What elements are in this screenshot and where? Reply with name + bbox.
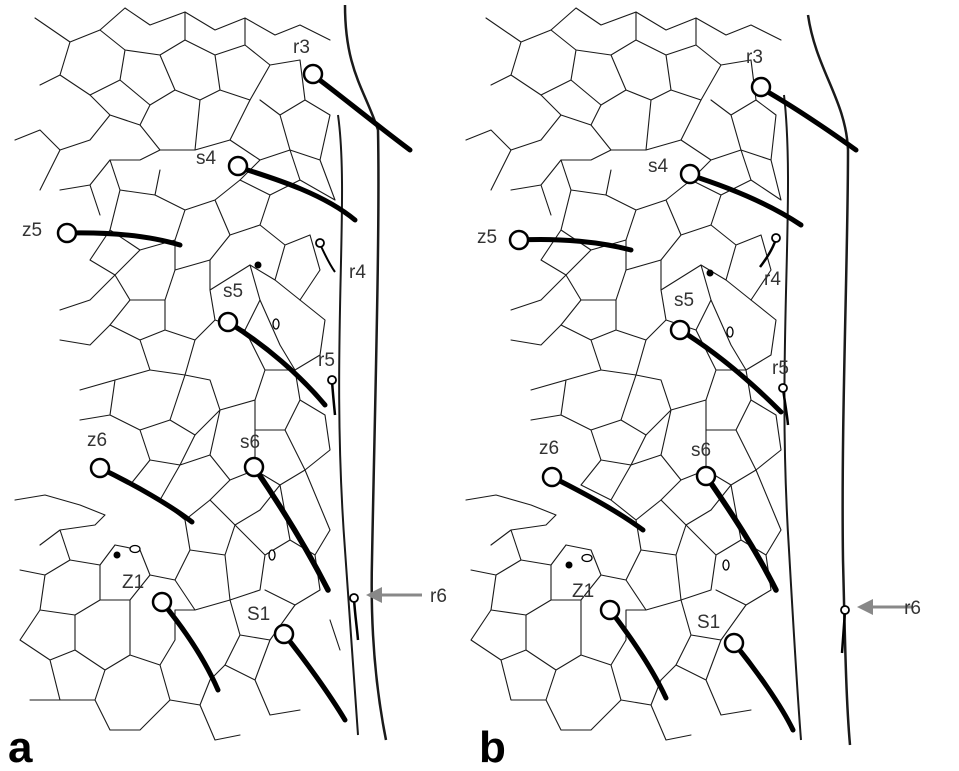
label-z6: z6 [539,438,559,459]
pore-oval [129,544,141,554]
label-s4: s4 [196,148,217,169]
socket-z5 [56,222,78,244]
label-r5: r5 [318,350,335,371]
panel-b: r3 s4 z5 r4 s5 r5 z6 s6 Z1 S1 r6 b [451,0,921,771]
seta-r3 [758,85,859,153]
label-S1: S1 [247,604,270,625]
setae [56,63,413,723]
label-s5: s5 [674,290,694,311]
label-z5: z5 [22,220,42,241]
panel-label-a: a [8,723,33,771]
socket-Z1 [599,599,621,621]
socket-S1 [273,623,295,645]
socket-r4 [771,233,781,243]
socket-z6 [541,466,563,488]
seta-s5 [225,319,328,408]
label-Z1: Z1 [122,572,144,593]
pore-oval [581,553,593,563]
pore-oval [272,318,280,330]
label-r4: r4 [764,269,781,290]
label-r4: r4 [349,262,366,283]
panel-a: r3 s4 z5 r4 s5 r5 z6 s6 Z1 S1 r6 a [0,0,470,771]
arrow-r6 [857,599,913,615]
seta-z5 [516,236,634,253]
seta-Z1 [607,607,669,701]
seta-z6 [97,465,195,525]
socket-S1 [723,632,745,654]
seta-labels: r3 s4 z5 r4 s5 r5 z6 s6 Z1 S1 r6 [22,37,447,625]
seta-S1 [731,640,796,733]
seta-s4 [235,164,358,223]
socket-s5 [669,319,691,341]
pore-oval [722,559,730,571]
reticulation-network [14,7,341,741]
pore [565,561,573,569]
seta-r3 [310,72,413,153]
socket-r6 [349,593,359,603]
pore [254,261,262,269]
seta-Z1 [159,599,221,693]
label-s5: s5 [223,281,243,302]
seta-S1 [281,631,348,723]
seta-s4 [687,172,804,228]
socket-r5 [327,375,337,385]
margin-outer-line [806,14,852,746]
label-z5: z5 [477,227,497,248]
socket-r3 [302,63,324,85]
label-s6: s6 [240,432,260,453]
panel-b-drawing: r3 s4 z5 r4 s5 r5 z6 s6 Z1 S1 r6 b [465,7,921,771]
socket-z5 [508,229,530,251]
label-s4: s4 [648,156,669,177]
margin-outer-line [343,4,388,741]
socket-r5 [778,383,788,393]
arrow-r6 [366,587,422,603]
pores [565,269,734,571]
seta-r5 [330,380,337,416]
panel-a-drawing: r3 s4 z5 r4 s5 r5 z6 s6 Z1 S1 r6 a [8,4,447,771]
seta-r4 [759,238,778,268]
seta-labels: r3 s4 z5 r4 s5 r5 z6 s6 Z1 S1 r6 [477,47,921,633]
label-Z1: Z1 [572,581,594,602]
pore [113,551,121,559]
seta-z5 [64,230,183,248]
label-S1: S1 [697,612,720,633]
socket-s4 [679,163,701,185]
reticulation-network [465,7,782,741]
socket-z6 [89,457,111,479]
seta-z6 [549,474,646,533]
socket-r6 [840,605,850,615]
label-r3: r3 [293,37,310,58]
label-r3: r3 [746,47,763,68]
label-r5: r5 [772,358,789,379]
socket-r4 [315,238,325,248]
seta-s5 [677,327,784,415]
seta-r4 [319,243,336,273]
socket-s5 [217,311,239,333]
socket-s4 [227,155,249,177]
margin-inner-line [783,94,802,741]
pore-oval [268,549,276,561]
pore [706,269,714,277]
seta-r6 [352,598,360,641]
seta-s6 [251,464,331,593]
socket-s6 [243,456,265,478]
seta-s6 [703,473,779,593]
setae [508,76,859,733]
pore-oval [726,326,734,338]
label-z6: z6 [87,430,107,451]
socket-r3 [750,76,772,98]
margin-inner-line [337,114,359,736]
label-r6: r6 [430,586,447,607]
socket-Z1 [151,591,173,613]
socket-s6 [695,465,717,487]
label-r6: r6 [904,598,921,619]
panel-label-b: b [479,723,506,771]
pores [113,261,280,561]
label-s6: s6 [691,440,711,461]
